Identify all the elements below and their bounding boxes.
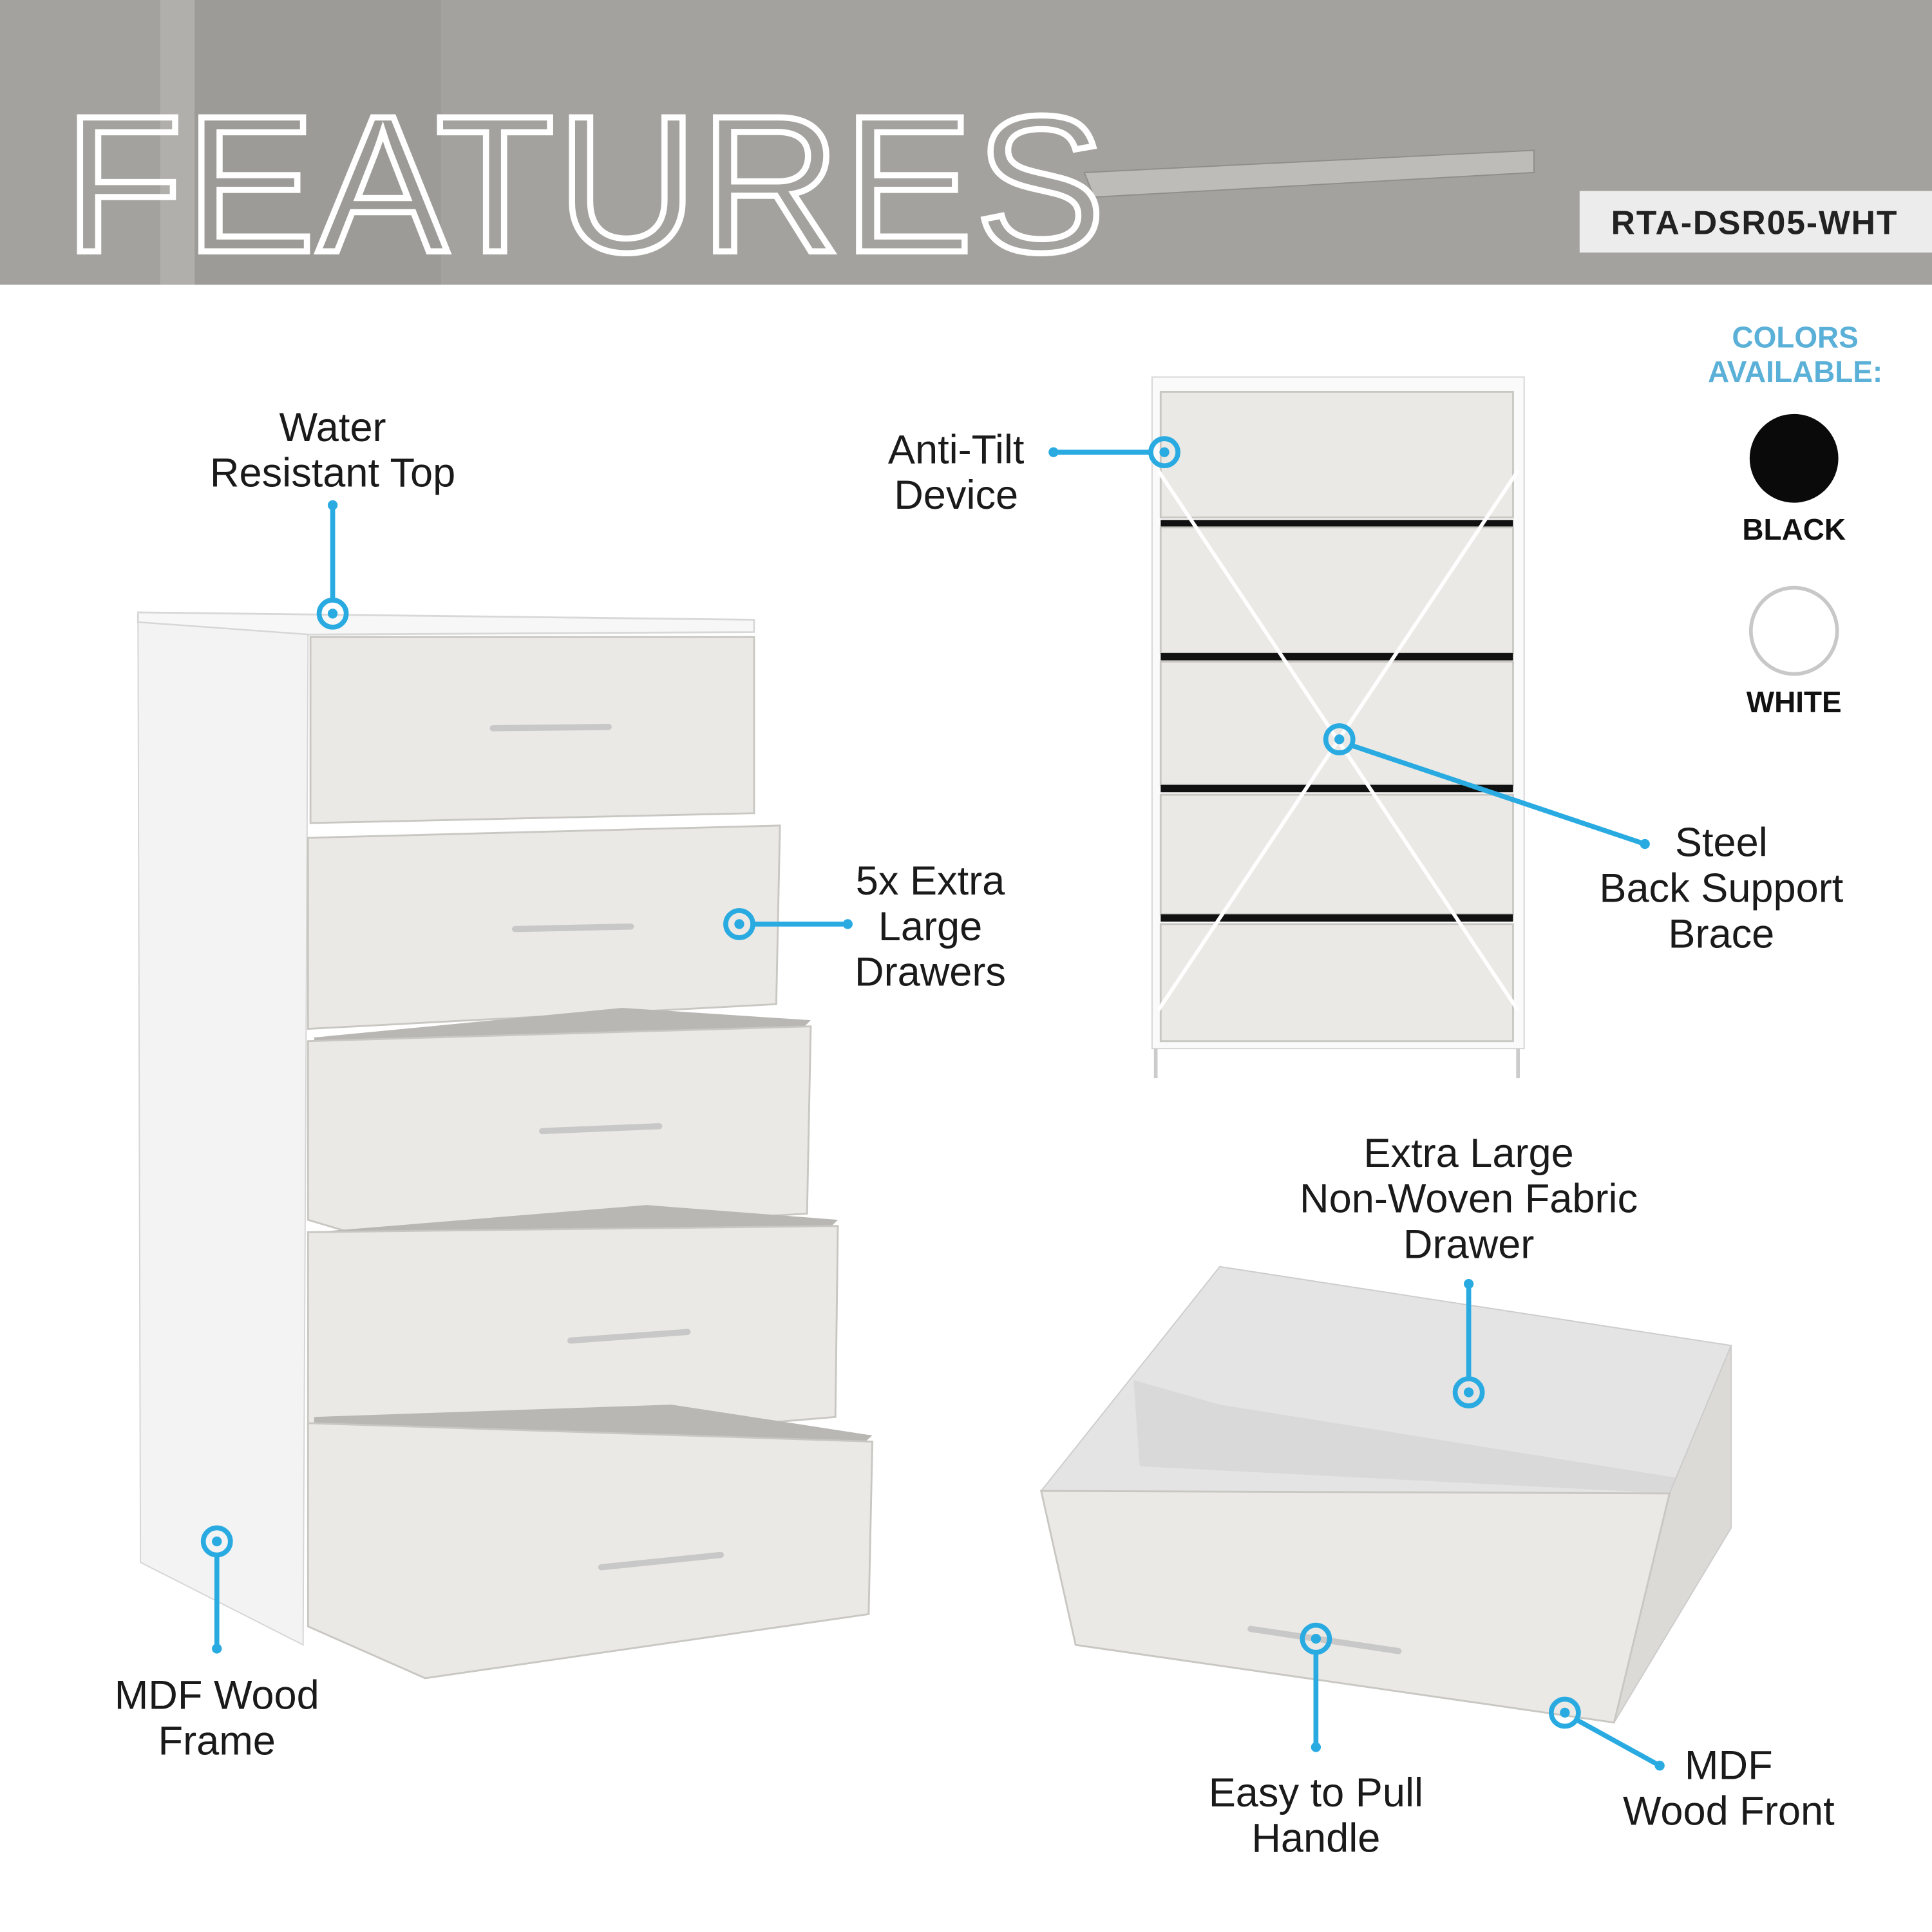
callout-label: Water — [279, 405, 386, 450]
callout-anti-tilt-device: Anti-Tilt Device — [888, 427, 1180, 518]
callout-mdf-wood-front: MDF Wood Front — [1548, 1696, 1835, 1834]
callout-label: MDF Wood — [115, 1673, 319, 1718]
callout-label: 5x Extra — [856, 858, 1005, 904]
callout-label: Easy to Pull — [1209, 1770, 1423, 1815]
callout-mdf-wood-frame: MDF Wood Frame — [115, 1525, 319, 1763]
callout-label: Large — [878, 904, 982, 949]
page-title: FEATURES — [64, 75, 1108, 293]
callout-label: Wood Front — [1623, 1789, 1835, 1834]
callout-label: MDF — [1685, 1743, 1773, 1788]
sku-badge — [1579, 191, 1932, 253]
header-banner: FEATURES RTA-DSR05-WHT — [0, 0, 1932, 296]
dresser-back-image — [1151, 376, 1525, 1079]
white-label: WHITE — [1747, 685, 1842, 719]
callout-label: Drawers — [855, 950, 1006, 995]
colors-heading-2: AVAILABLE: — [1708, 355, 1882, 388]
black-swatch[interactable] — [1749, 413, 1839, 503]
callout-label: Device — [894, 473, 1018, 518]
callout-steel-back-brace: Steel Back Support Brace — [1323, 723, 1844, 956]
callout-water-resistant-top: Water Resistant Top — [210, 405, 455, 630]
callout-label: Back Support — [1599, 866, 1843, 911]
callout-label: Extra Large — [1363, 1131, 1573, 1176]
callout-label: Brace — [1668, 911, 1774, 956]
callout-label: Handle — [1251, 1816, 1380, 1861]
handle-image — [1083, 149, 1535, 198]
callout-label: Anti-Tilt — [888, 427, 1025, 472]
callout-label: Steel — [1675, 820, 1768, 866]
colors-available: COLORS AVAILABLE: BLACK WHITE — [1708, 321, 1882, 719]
colors-heading: COLORS — [1732, 321, 1858, 354]
callout-label: Drawer — [1403, 1222, 1534, 1267]
callout-easy-pull-handle: Easy to Pull Handle — [1209, 1622, 1423, 1861]
callout-extra-large-drawers: 5x Extra Large Drawers — [723, 858, 1006, 995]
white-swatch[interactable] — [1748, 585, 1839, 676]
callout-label: Frame — [158, 1718, 276, 1763]
sku-text: RTA-DSR05-WHT — [1611, 204, 1899, 242]
callout-label: Non-Woven Fabric — [1300, 1177, 1638, 1222]
black-label: BLACK — [1742, 513, 1846, 546]
callout-label: Resistant Top — [210, 451, 455, 496]
callout-fabric-drawer: Extra Large Non-Woven Fabric Drawer — [1300, 1131, 1638, 1408]
fabric-drawer-image — [1039, 1265, 1732, 1724]
dresser-open-image — [137, 611, 874, 1680]
